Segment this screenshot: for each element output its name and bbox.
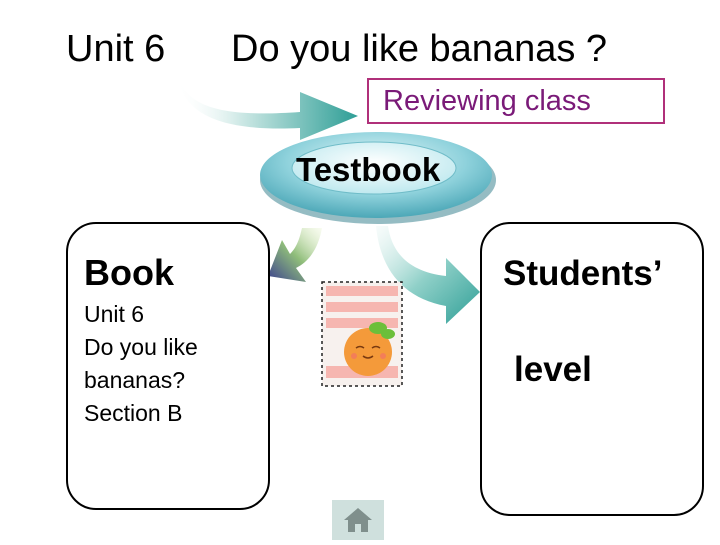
students-heading: Students’ xyxy=(503,254,663,293)
book-line: Section B xyxy=(84,400,183,426)
orange-sticker-icon xyxy=(321,281,403,387)
book-heading: Book xyxy=(84,252,174,293)
book-line: bananas? xyxy=(84,367,186,393)
reviewing-class-label: Reviewing class xyxy=(383,85,591,117)
testbook-label: Testbook xyxy=(296,151,441,188)
right-arrow xyxy=(376,226,480,324)
reviewing-class-box xyxy=(367,78,665,124)
students-level: level xyxy=(514,350,592,389)
home-icon xyxy=(344,508,372,532)
book-details: Unit 6 Do you like bananas? Section B xyxy=(84,298,198,430)
testbook-ellipse-inner xyxy=(291,141,457,195)
title-question: Do you like bananas ? xyxy=(231,28,608,70)
book-line: Do you like xyxy=(84,334,198,360)
top-arrow xyxy=(176,72,358,140)
book-panel xyxy=(66,222,270,510)
left-arrow xyxy=(268,228,322,282)
home-button[interactable] xyxy=(332,500,384,540)
book-line: Unit 6 xyxy=(84,301,145,327)
students-panel xyxy=(480,222,704,516)
title-unit: Unit 6 xyxy=(66,28,166,70)
